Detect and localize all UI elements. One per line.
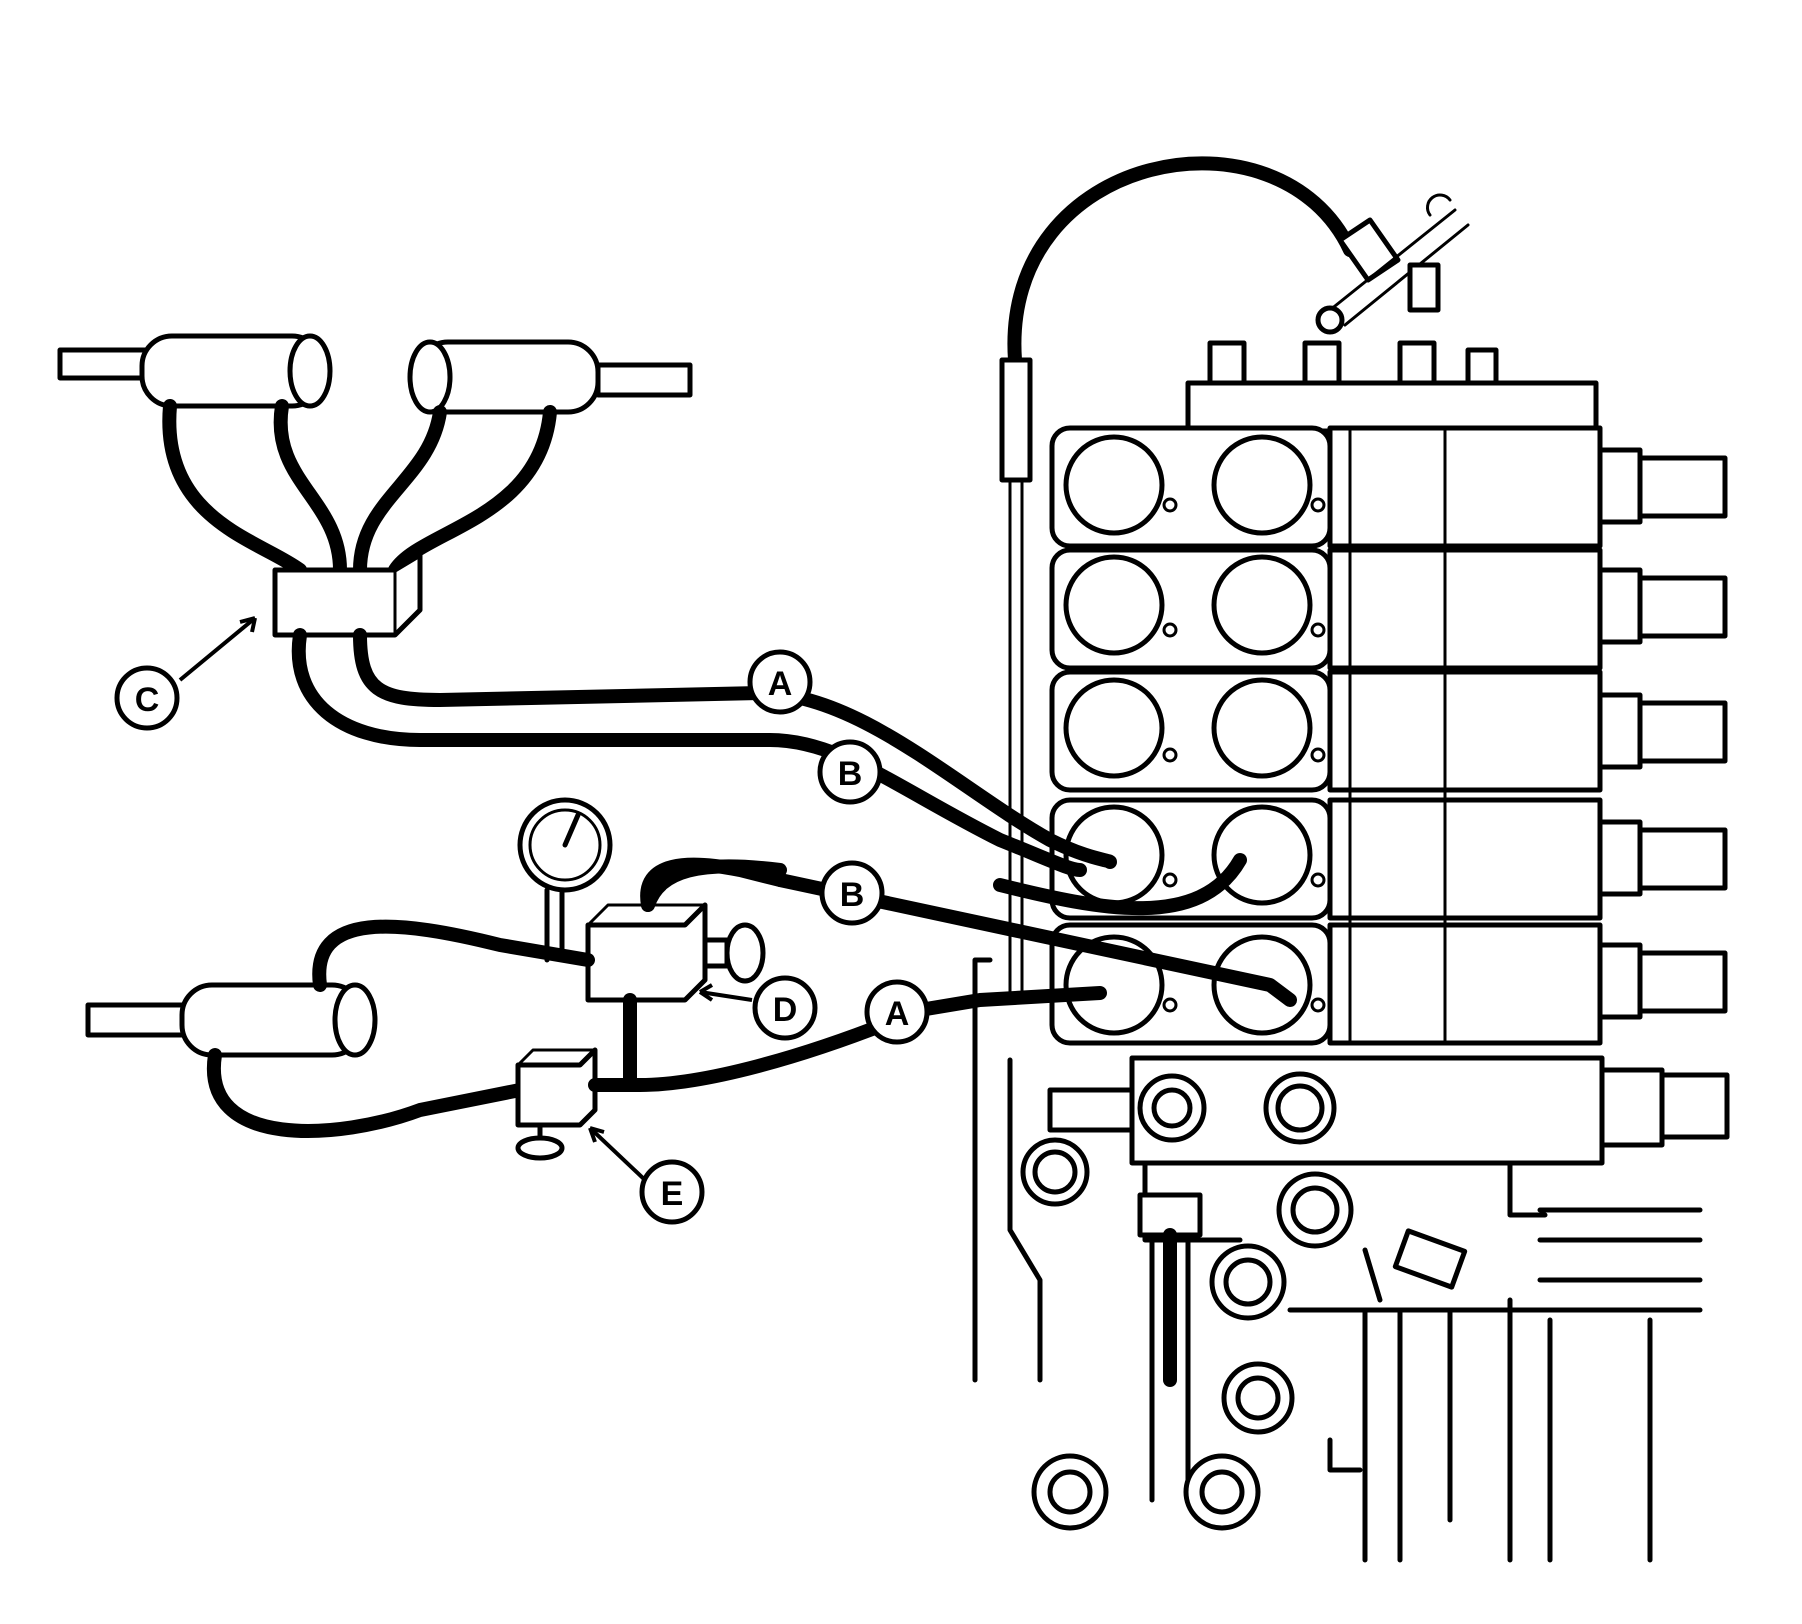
top-pressure-hose — [1007, 156, 1357, 367]
machine-frame — [972, 957, 1703, 1563]
control-valve-assembly — [972, 156, 1730, 1563]
callout-b-lower-text: B — [840, 876, 865, 914]
lower-test-cylinder — [85, 919, 595, 1138]
callout-b-lower: B — [819, 860, 885, 926]
callout-a-lower: A — [864, 979, 930, 1045]
valve-sections — [1049, 425, 1728, 1046]
callout-a-upper: A — [747, 649, 813, 715]
hose-b-to-valve — [993, 853, 1247, 916]
hose-b-lower — [641, 859, 787, 912]
callout-b-upper-text: B — [838, 755, 863, 793]
callout-e-text: E — [661, 1175, 684, 1213]
inlet-block — [1047, 1055, 1730, 1166]
callout-a-upper-text: A — [768, 665, 793, 703]
top-fittings — [1207, 340, 1499, 386]
callout-c-text: C — [135, 681, 160, 719]
callout-e: E — [639, 1159, 705, 1225]
upper-test-cylinders — [57, 333, 693, 577]
lower-test-circuit — [85, 797, 1297, 1161]
callout-b-upper: B — [817, 739, 883, 805]
callout-c: C — [114, 665, 180, 731]
callout-d: D — [752, 975, 818, 1041]
callout-leaders — [178, 616, 753, 1182]
callout-d-text: D — [773, 991, 798, 1029]
callout-a-lower-text: A — [885, 995, 910, 1033]
manifold-block-c — [272, 552, 1117, 877]
